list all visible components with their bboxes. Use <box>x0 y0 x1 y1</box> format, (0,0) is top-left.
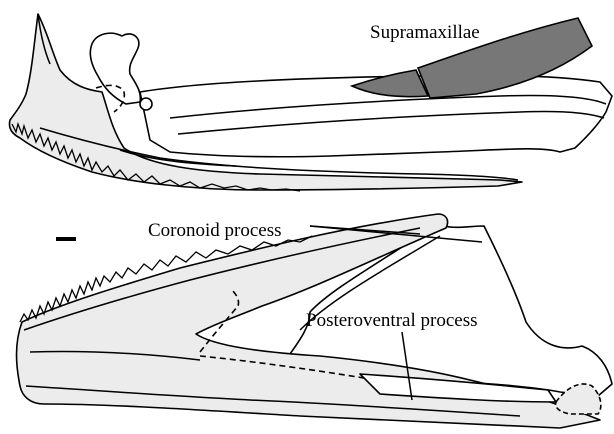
maxilla-foramen <box>140 98 152 110</box>
scale-bar <box>56 237 76 241</box>
label-posteroventral-process: Posteroventral process <box>306 310 477 331</box>
label-coronoid-process: Coronoid process <box>148 220 282 241</box>
label-supramaxillae: Supramaxillae <box>370 22 480 43</box>
